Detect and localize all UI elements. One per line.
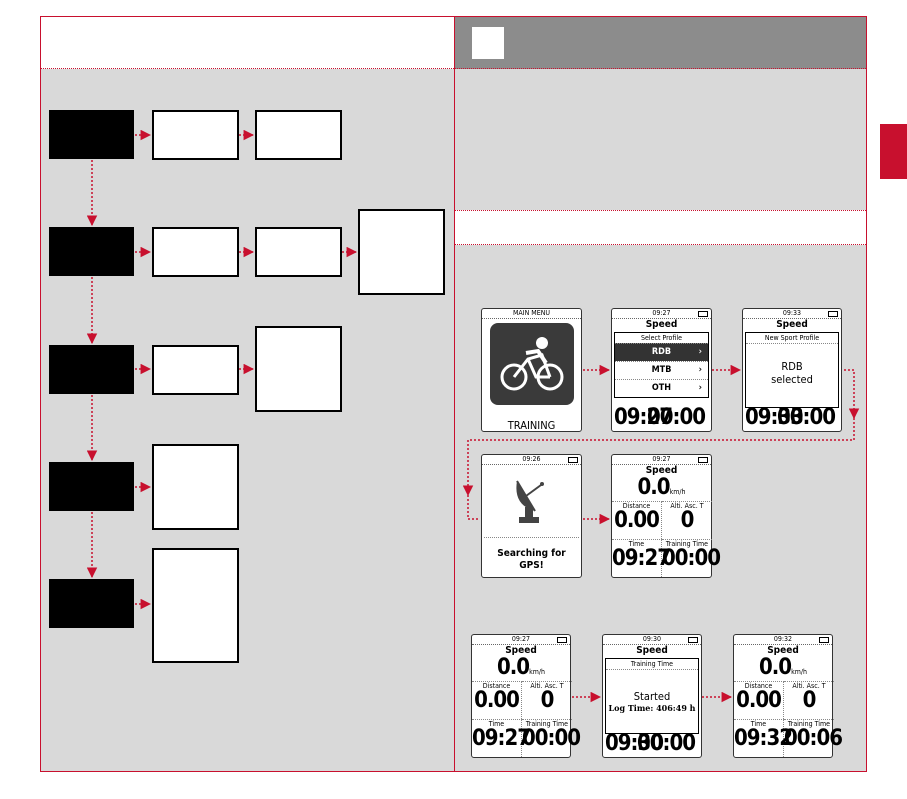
flow-box — [152, 548, 239, 663]
popup-line1: RDB — [781, 360, 803, 373]
time-label: Time — [628, 540, 645, 548]
device-select-profile: 09:27 Speed Select Profile RDB› MTB› OTH… — [611, 308, 712, 432]
time-value: 09:33 — [745, 405, 804, 430]
training-time-value: 00:00 — [662, 546, 721, 571]
device-rdb-selected: 09:33 Speed New Sport Profile RDB select… — [742, 308, 842, 432]
speed-label: Speed — [645, 465, 678, 476]
popup-title: New Sport Profile — [746, 333, 838, 344]
header-number-box — [472, 27, 504, 59]
training-time-label: Training Time — [665, 540, 709, 548]
screen-title: Speed — [636, 645, 668, 656]
speed-unit: km/h — [669, 488, 686, 496]
flow-box — [152, 444, 239, 530]
status-bar: 09:26 — [482, 455, 581, 465]
altitude-label: Alti. Asc. T — [670, 502, 704, 510]
time-value: 09:30 — [605, 731, 664, 756]
distance-value: 0.00 — [474, 688, 520, 713]
status-bar: 09:27 — [472, 635, 570, 645]
speed-label: Speed — [505, 645, 537, 656]
device-started: 09:30 Speed Training Time Started Log Ti… — [602, 634, 702, 758]
right-header — [455, 17, 866, 69]
training-time-label: Training Time — [525, 720, 569, 728]
flow-box — [152, 345, 239, 395]
gps-line1: Searching for — [497, 548, 566, 559]
altitude-label: Alti. Asc. T — [792, 682, 826, 690]
device-before-start: 09:27 Speed 0.0km/h Distance 0.00 Alti. … — [471, 634, 581, 758]
time-value: 09:27 — [612, 546, 671, 571]
flow-box — [358, 209, 445, 295]
training-time-value: 00:00 — [646, 405, 706, 430]
time-value: 09:32 — [734, 726, 793, 751]
training-time-value: 00:06 — [784, 726, 843, 751]
altitude-value: 0 — [802, 688, 817, 713]
menu-title: Select Profile — [641, 334, 682, 342]
menu-item-oth[interactable]: OTH› — [615, 379, 708, 397]
screen-title: Speed — [645, 319, 678, 330]
chapter-tab — [880, 124, 907, 179]
speed-unit: km/h — [791, 668, 807, 676]
section-band — [455, 210, 866, 245]
training-time-label: Training Time — [787, 720, 831, 728]
distance-label: Distance — [482, 682, 511, 690]
flow-box — [255, 110, 342, 160]
status-bar: 09:27 — [612, 309, 711, 319]
popup-line2: selected — [771, 373, 813, 386]
flow-step-1 — [49, 110, 134, 159]
status-bar: 09:27 — [612, 455, 711, 465]
status-bar: 09:30 — [603, 635, 701, 645]
flow-step-5 — [49, 579, 134, 628]
training-time-value: 00:00 — [636, 731, 696, 756]
speed-value: 0.0 — [637, 475, 671, 500]
distance-value: 0.00 — [614, 508, 660, 533]
device-training: MAIN MENU TRAINING — [481, 308, 582, 432]
flow-step-2 — [49, 227, 134, 276]
altitude-label: Alti. Asc. T — [530, 682, 564, 690]
speed-value: 0.0 — [497, 655, 530, 680]
altitude-value: 0 — [680, 508, 695, 533]
menu-item-rdb[interactable]: RDB› — [615, 343, 708, 361]
time-label: Time — [488, 720, 505, 728]
speed-unit: km/h — [529, 668, 545, 676]
column-divider — [454, 16, 455, 772]
device-gps-search: 09:26 Searching for GPS! — [481, 454, 582, 578]
popup-line1: Started — [633, 690, 671, 703]
status-bar: 09:33 — [743, 309, 841, 319]
gps-line2: GPS! — [519, 560, 544, 571]
distance-value: 0.00 — [736, 688, 782, 713]
popup: New Sport Profile RDB selected — [745, 332, 839, 408]
profile-menu: Select Profile RDB› MTB› OTH› — [614, 332, 709, 398]
flow-step-3 — [49, 345, 134, 394]
training-time-value: 00:00 — [776, 405, 836, 430]
flow-box — [255, 326, 342, 412]
screen-title: Speed — [776, 319, 808, 330]
status-bar: 09:32 — [734, 635, 832, 645]
time-value: 09:27 — [614, 405, 673, 430]
popup: Training Time Started Log Time: 406:49 h — [605, 658, 699, 734]
distance-label: Distance — [622, 502, 651, 510]
flow-box — [255, 227, 342, 277]
speed-value: 0.0 — [759, 655, 792, 680]
speed-label: Speed — [767, 645, 799, 656]
training-time-value: 00:00 — [522, 726, 581, 751]
left-header — [41, 17, 454, 69]
popup-line2: Log Time: 406:49 h — [608, 703, 696, 713]
time-value: 09:27 — [472, 726, 531, 751]
flow-box — [152, 110, 239, 160]
status-bar: MAIN MENU — [482, 309, 581, 319]
time-label: Time — [750, 720, 767, 728]
training-label: TRAINING — [507, 419, 556, 432]
popup-title: Training Time — [606, 659, 698, 670]
flow-step-4 — [49, 462, 134, 511]
flow-box — [152, 227, 239, 277]
satellite-dish-icon — [482, 471, 581, 531]
device-running: 09:32 Speed 0.0km/h Distance 0.00 Alti. … — [733, 634, 843, 758]
cycling-icon — [489, 323, 574, 405]
distance-label: Distance — [744, 682, 773, 690]
device-ready: 09:27 Speed 0.0km/h Distance 0.00 Alti. … — [611, 454, 721, 578]
menu-item-mtb[interactable]: MTB› — [615, 361, 708, 379]
altitude-value: 0 — [540, 688, 555, 713]
